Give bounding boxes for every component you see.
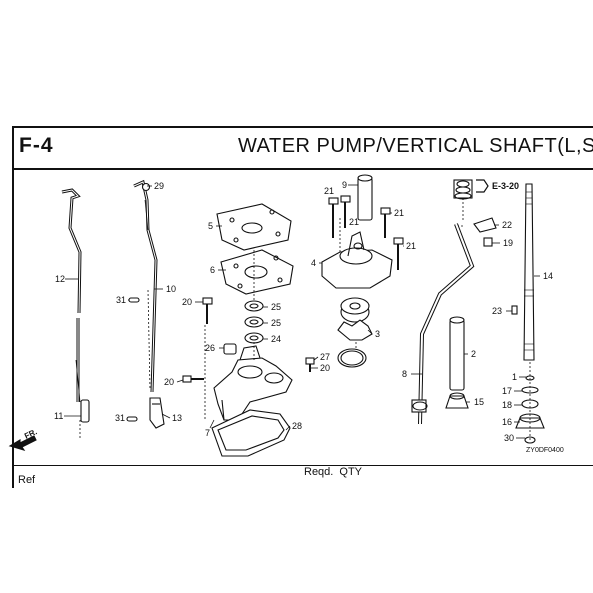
bolt-27 <box>305 357 315 372</box>
callout-23: 23 <box>492 306 502 316</box>
callout-26: 26 <box>205 343 215 353</box>
callout-16: 16 <box>502 417 512 427</box>
gasket-6 <box>220 249 294 295</box>
callout-21-d: 21 <box>406 241 416 251</box>
leader-lines <box>64 184 540 439</box>
gasket-28 <box>211 409 291 457</box>
callout-7: 7 <box>205 428 210 438</box>
callout-18: 18 <box>502 400 512 410</box>
callout-27: 27 <box>320 352 330 362</box>
impeller-3 <box>337 297 373 341</box>
front-label: FR. <box>23 427 38 441</box>
callout-4: 4 <box>311 258 316 268</box>
pin-23 <box>511 305 518 315</box>
clip-22 <box>473 217 497 233</box>
callout-17: 17 <box>502 386 512 396</box>
guide-lines-left <box>79 289 206 440</box>
pump-housing-4 <box>321 231 393 289</box>
callout-25-b: 25 <box>271 318 281 328</box>
callout-31-lower: 31 <box>115 413 125 423</box>
pump-case-7 <box>213 345 293 421</box>
grommet-15 <box>445 392 469 409</box>
shaft-parts <box>515 375 545 444</box>
callout-20-right: 20 <box>320 363 330 373</box>
qty-label: Reqd. QTY <box>304 466 363 478</box>
oil-seals <box>223 300 264 355</box>
callout-1: 1 <box>512 372 517 382</box>
callout-31-upper: 31 <box>116 295 126 305</box>
callout-25-a: 25 <box>271 302 281 312</box>
o-ring <box>337 348 367 368</box>
callout-21-b: 21 <box>349 217 359 227</box>
gasket-5 <box>216 203 292 251</box>
section-code: F-4 <box>19 134 54 157</box>
cross-reference: E-3-20 <box>492 181 519 191</box>
grommet-cap <box>453 179 489 200</box>
front-direction-arrow <box>8 435 37 451</box>
bolt-20-lower <box>182 375 204 383</box>
callout-28: 28 <box>292 421 302 431</box>
water-tube-2 <box>449 316 465 391</box>
water-tube-8 <box>411 223 475 425</box>
shift-rod-10 <box>133 179 165 429</box>
callout-22: 22 <box>502 220 512 230</box>
callout-29: 29 <box>154 181 164 191</box>
callout-15: 15 <box>474 397 484 407</box>
callout-21-c: 21 <box>394 208 404 218</box>
callout-9: 9 <box>342 180 347 190</box>
ref-label: Ref <box>18 474 36 486</box>
callout-19: 19 <box>503 238 513 248</box>
bolt-19 <box>483 237 493 247</box>
sleeve-9 <box>357 174 373 221</box>
shift-rod-12 <box>61 188 90 423</box>
callout-12: 12 <box>55 274 65 284</box>
callout-10: 10 <box>166 284 176 294</box>
callout-5: 5 <box>208 221 213 231</box>
bolt-20-upper <box>202 297 213 324</box>
callout-20-upper: 20 <box>182 297 192 307</box>
callout-30: 30 <box>504 433 514 443</box>
callout-20-lower: 20 <box>164 377 174 387</box>
callout-14: 14 <box>543 271 553 281</box>
callout-24: 24 <box>271 334 281 344</box>
callout-13: 13 <box>172 413 182 423</box>
callout-21-a: 21 <box>324 186 334 196</box>
callout-2: 2 <box>471 349 476 359</box>
callout-3: 3 <box>375 329 380 339</box>
guide-lines-right <box>458 198 464 227</box>
diagram-frame <box>12 126 593 488</box>
vertical-shaft-14 <box>523 183 535 361</box>
header-divider <box>12 168 593 170</box>
callout-8: 8 <box>402 369 407 379</box>
footer-divider <box>12 465 593 466</box>
page-title: WATER PUMP/VERTICAL SHAFT(L,S <box>238 135 593 157</box>
drawing-id: ZY0DF0400 <box>526 447 564 454</box>
callout-11: 11 <box>54 411 63 421</box>
callout-6: 6 <box>210 265 215 275</box>
bolts-21 <box>328 195 404 270</box>
small-pins-31 <box>126 297 140 422</box>
